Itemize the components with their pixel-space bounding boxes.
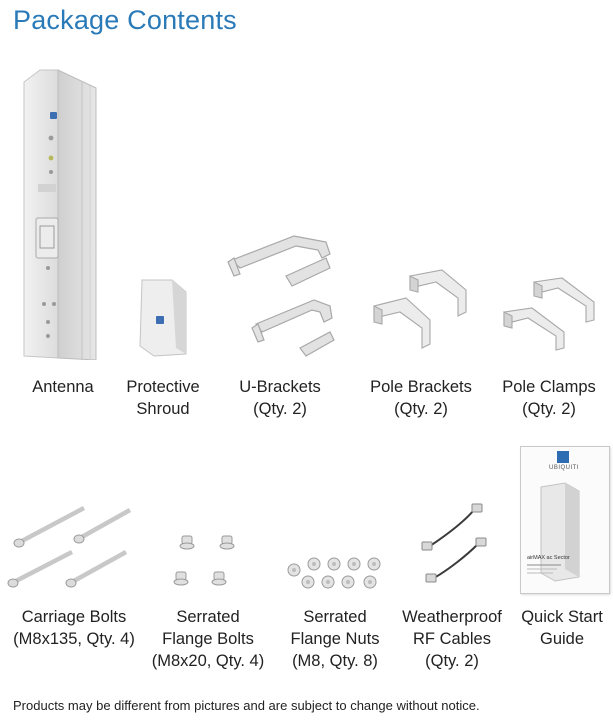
antenna-image <box>23 69 97 360</box>
caption-line: RF Cables <box>413 630 491 648</box>
caption-line: Carriage Bolts <box>21 608 127 626</box>
caption-line: Antenna <box>32 378 94 396</box>
caption-pole-brackets: Pole Brackets (Qty. 2) <box>358 376 484 420</box>
guide-brand: UBIQUITI <box>549 465 580 471</box>
serrated-flange-bolts-image <box>173 535 235 586</box>
carriage-bolts-image <box>7 506 132 588</box>
caption-line: (M8x135, Qty. 4) <box>13 630 135 648</box>
caption-line: Pole Brackets <box>370 378 472 396</box>
page-title: Package Contents <box>13 5 237 35</box>
caption-line: U-Brackets <box>239 378 321 396</box>
disclaimer-footer: Products may be different from pictures … <box>13 698 480 713</box>
caption-line: (M8, Qty. 8) <box>292 652 378 670</box>
caption-line: Pole Clamps <box>502 378 596 396</box>
caption-line: Flange Nuts <box>290 630 380 648</box>
caption-line: (M8x20, Qty. 4) <box>151 652 265 670</box>
caption-weatherproof-rf-cables: Weatherproof RF Cables (Qty. 2) <box>394 606 510 672</box>
caption-line: (Qty. 2) <box>253 400 307 418</box>
caption-serrated-flange-nuts: Serrated Flange Nuts (M8, Qty. 8) <box>278 606 392 672</box>
caption-line: (Qty. 2) <box>522 400 576 418</box>
caption-protective-shroud: Protective Shroud <box>110 376 216 420</box>
caption-pole-clamps: Pole Clamps (Qty. 2) <box>492 376 606 420</box>
caption-quick-start-guide: Quick Start Guide <box>512 606 612 650</box>
caption-line: Guide <box>539 630 585 648</box>
caption-line: Flange Bolts <box>162 630 254 648</box>
weatherproof-rf-cables-image <box>421 503 487 583</box>
pole-clamps-image <box>503 277 595 351</box>
u-brackets-image <box>227 235 335 357</box>
caption-line: Weatherproof <box>402 608 502 626</box>
caption-line: Shroud <box>136 400 190 418</box>
serrated-flange-nuts-image <box>287 557 381 589</box>
protective-shroud-image <box>139 279 187 357</box>
caption-line: (Qty. 2) <box>394 400 448 418</box>
caption-u-brackets: U-Brackets (Qty. 2) <box>224 376 336 420</box>
caption-line: Protective <box>126 378 200 396</box>
guide-cover-art <box>527 451 580 582</box>
caption-line: (Qty. 2) <box>425 652 479 670</box>
guide-product: airMAX ac Sector <box>527 555 570 561</box>
quick-start-guide-image: UBIQUITI airMAX ac Sector <box>520 446 610 594</box>
caption-line: Serrated <box>303 608 367 626</box>
caption-line: Serrated <box>176 608 240 626</box>
caption-carriage-bolts: Carriage Bolts (M8x135, Qty. 4) <box>4 606 144 650</box>
pole-brackets-image <box>373 269 467 349</box>
caption-serrated-flange-bolts: Serrated Flange Bolts (M8x20, Qty. 4) <box>146 606 270 672</box>
caption-line: Quick Start <box>521 608 603 626</box>
caption-antenna: Antenna <box>10 376 116 398</box>
